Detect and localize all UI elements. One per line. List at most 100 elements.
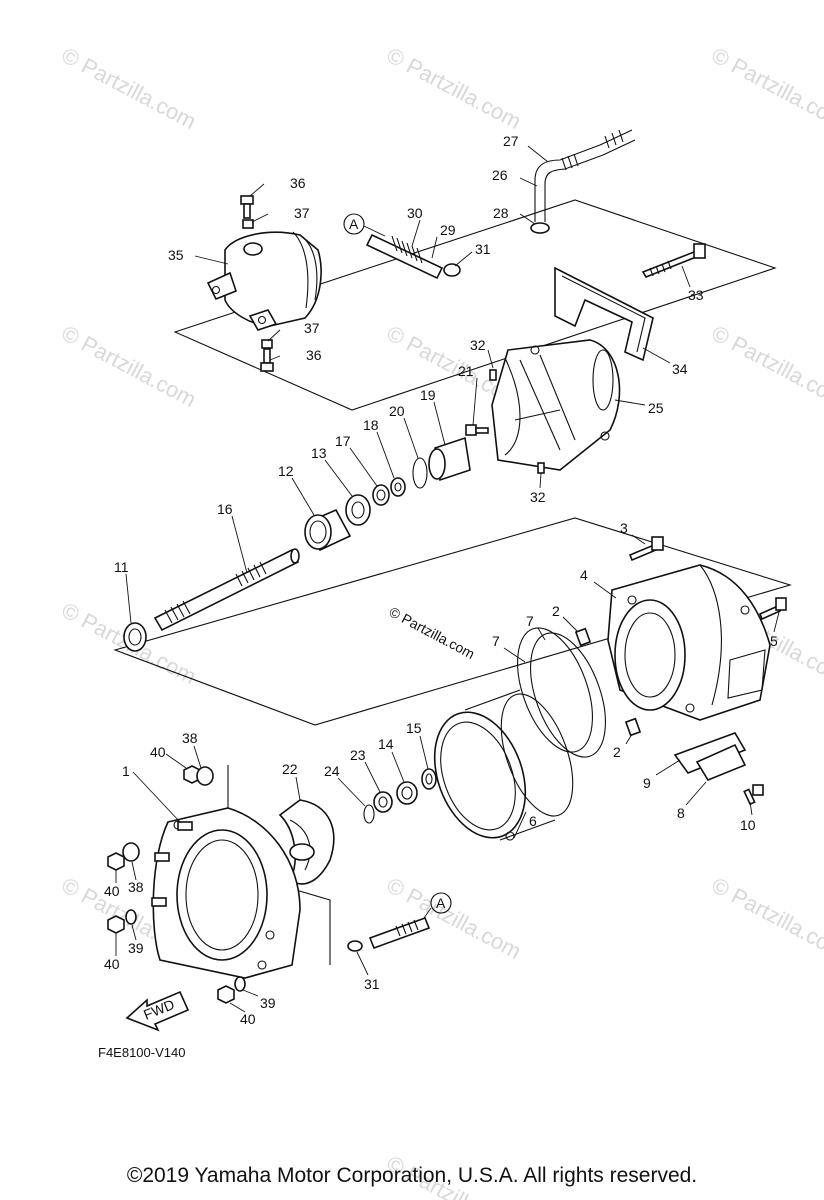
diagram-code: F4E8100-V140 [98, 1045, 186, 1060]
callout-25: 25 [648, 400, 664, 416]
center-watermark: © Partzilla.com [387, 604, 478, 662]
reference-a-bottom: A [423, 892, 452, 919]
fitting-29-30 [365, 233, 444, 280]
bearing-13 [345, 494, 371, 526]
callout-23: 23 [350, 747, 366, 763]
bolt-21 [465, 424, 489, 436]
callout-3: 3 [620, 520, 628, 536]
nozzle-housing-4 [607, 564, 771, 721]
callout-22: 22 [282, 761, 298, 777]
oring-24 [363, 804, 375, 824]
callout-38: 38 [182, 730, 198, 746]
frame-middle [113, 517, 792, 726]
stud-row [151, 821, 193, 907]
hose-26-27 [534, 129, 636, 222]
callout-6: 6 [529, 813, 537, 829]
sleeve-12 [304, 508, 352, 552]
seal-23 [373, 791, 393, 813]
impeller-22 [278, 799, 335, 885]
reference-a-top: A [343, 213, 386, 237]
callout-18: 18 [363, 417, 379, 433]
callout-15: 15 [406, 720, 422, 736]
watermark: © Partzilla.com [708, 42, 824, 134]
fwd-arrow-icon: FWD [125, 990, 190, 1032]
callout-10: 10 [740, 817, 756, 833]
callout-39: 39 [128, 940, 144, 956]
bearing-14 [396, 781, 418, 805]
callout-40: 40 [240, 1011, 256, 1027]
pin-2-top [574, 627, 592, 647]
callout-37: 37 [304, 320, 320, 336]
callout-30: 30 [407, 205, 423, 221]
reference-a-top-label: A [349, 216, 359, 232]
callout-26: 26 [492, 167, 508, 183]
leader-lines [115, 145, 780, 1013]
washer-38-b [122, 842, 140, 862]
callout-2: 2 [613, 744, 621, 760]
copyright-footer: ©2019 Yamaha Motor Corporation, U.S.A. A… [126, 1164, 698, 1187]
oring-7-back [530, 632, 606, 758]
bolt-3 [628, 536, 664, 562]
watermark: © Partzilla.com [708, 320, 824, 412]
callout-20: 20 [389, 403, 405, 419]
nut-40-d [217, 985, 235, 1004]
nut-40-c [107, 915, 125, 934]
clamp-28 [530, 222, 550, 234]
callout-2: 2 [552, 603, 560, 619]
washer-39-a [125, 909, 137, 925]
callout-32: 32 [470, 337, 486, 353]
callout-37: 37 [294, 205, 310, 221]
callout-11: 11 [114, 559, 129, 575]
pin-32-bottom [537, 462, 545, 474]
callout-24: 24 [324, 763, 340, 779]
callout-16: 16 [217, 501, 233, 517]
pin-32-top [489, 369, 497, 381]
clamp-31-top [443, 263, 461, 277]
callout-27: 27 [503, 133, 519, 149]
watermark: © Partzilla.com [708, 872, 824, 964]
reference-a-bottom-label: A [436, 895, 446, 911]
callout-36: 36 [290, 175, 306, 191]
seal-18 [390, 477, 406, 497]
liner-6 [433, 689, 574, 841]
callout-7: 7 [492, 633, 500, 649]
callout-4: 4 [580, 567, 588, 583]
watermark: © Partzilla.com [58, 42, 201, 134]
callout-40: 40 [104, 956, 120, 972]
seal-17 [372, 484, 390, 506]
callout-8: 8 [677, 805, 685, 821]
callout-40: 40 [104, 883, 120, 899]
bearing-11 [123, 622, 147, 652]
frame-top [173, 199, 777, 411]
collar-37-bottom [261, 339, 273, 349]
oring-20 [412, 457, 428, 489]
housing-25 [491, 339, 621, 471]
bolt-10 [743, 784, 764, 806]
bolt-33 [641, 243, 706, 278]
callout-9: 9 [643, 775, 651, 791]
fitting-a-bottom [368, 916, 431, 950]
callout-12: 12 [278, 463, 294, 479]
bolt-36-top [240, 195, 254, 219]
callout-7: 7 [526, 613, 534, 629]
callout-40: 40 [150, 744, 166, 760]
pin-2-bottom [624, 717, 642, 737]
callout-38: 38 [128, 879, 144, 895]
collar-37-top [242, 219, 254, 229]
callout-31: 31 [364, 976, 380, 992]
washer-39-b [234, 976, 246, 992]
cover-8-9 [673, 732, 747, 781]
callout-34: 34 [672, 361, 688, 377]
watermark: © Partzilla.com [383, 872, 526, 964]
callout-5: 5 [770, 633, 778, 649]
callout-13: 13 [311, 445, 327, 461]
oring-7-front [517, 627, 593, 753]
callout-28: 28 [493, 205, 509, 221]
seal-15 [421, 768, 437, 790]
bearing-19 [428, 436, 471, 482]
duct-35 [206, 231, 322, 331]
callout-35: 35 [168, 247, 184, 263]
callout-21: 21 [458, 363, 474, 379]
callout-1: 1 [122, 763, 130, 779]
